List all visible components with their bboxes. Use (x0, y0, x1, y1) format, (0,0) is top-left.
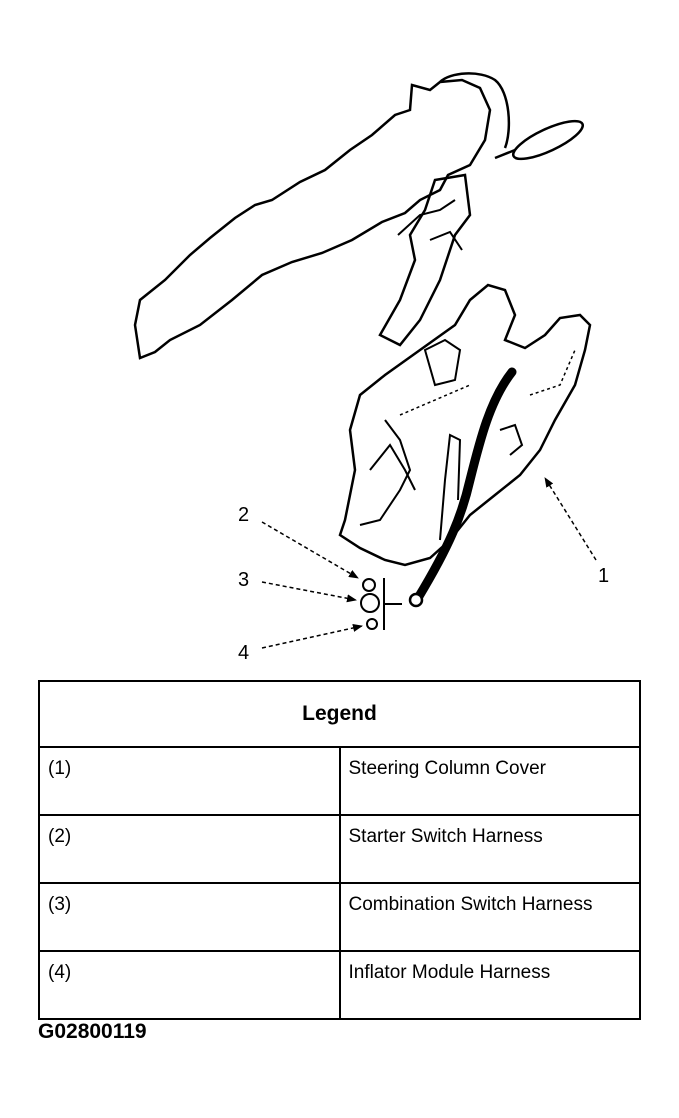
switch-bracket (378, 173, 472, 347)
callout-3: 3 (238, 569, 250, 591)
legend-row: (4) Inflator Module Harness (38, 950, 641, 1020)
legend-row: (2) Starter Switch Harness (38, 814, 641, 884)
legend-item-label: Steering Column Cover (338, 746, 641, 816)
legend-item-number: (2) (38, 814, 341, 884)
legend-row: (3) Combination Switch Harness (38, 882, 641, 952)
legend-item-number: (3) (38, 882, 341, 952)
ignition-key (511, 119, 585, 161)
legend-title: Legend (38, 680, 641, 748)
legend-item-label: Inflator Module Harness (338, 950, 641, 1020)
inflator-module-connector (366, 618, 378, 630)
steering-column-cover (338, 283, 592, 567)
steering-shaft-outline (133, 78, 492, 360)
figure-code: G02800119 (38, 1020, 147, 1043)
leader-3 (261, 581, 357, 603)
callout-2: 2 (238, 504, 250, 526)
legend-item-number: (4) (38, 950, 341, 1020)
legend-row: (1) Steering Column Cover (38, 746, 641, 816)
legend-item-label: Starter Switch Harness (338, 814, 641, 884)
legend-header-row: Legend (38, 680, 641, 748)
harness-band (413, 367, 517, 603)
starter-switch-connector (362, 578, 376, 592)
combination-switch-connector (360, 593, 380, 613)
callout-1: 1 (598, 565, 610, 587)
steering-column-diagram: 1 2 3 4 (133, 72, 610, 664)
callout-4: 4 (238, 642, 250, 664)
legend-item-number: (1) (38, 746, 341, 816)
leader-2 (261, 521, 359, 579)
leader-1 (544, 477, 597, 561)
leader-4 (261, 624, 363, 649)
legend-table: Legend (1) Steering Column Cover (2) Sta… (38, 680, 641, 1020)
key-cylinder (439, 72, 511, 149)
steering-column-illustration (133, 72, 597, 649)
legend-item-label: Combination Switch Harness (338, 882, 641, 952)
